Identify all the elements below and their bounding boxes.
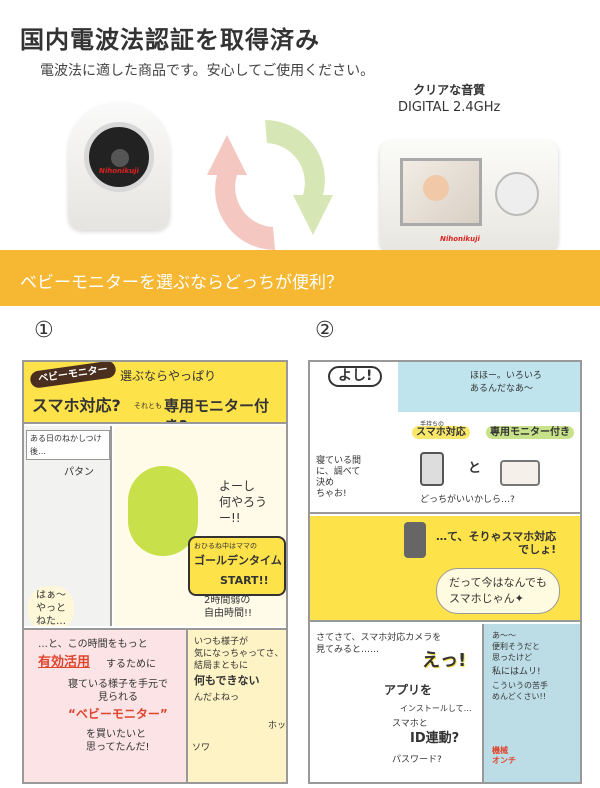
comic2-panel-research: よし! 寝ている間 に、調べて 決め ちゃお! ほほー。いろいろ あるんだなあ～…: [310, 362, 580, 514]
app-text-1: アプリを: [384, 683, 433, 697]
which-text: どっちがいいかしら…?: [420, 495, 515, 505]
option-phone: スマホ対応?: [32, 396, 121, 415]
and-text: と: [468, 461, 482, 476]
or-text: それとも: [134, 402, 162, 410]
lead-text: 選ぶならやっぱり: [120, 369, 217, 383]
golden-time-burst: おひるね中はママの ゴールデンタイム START!!: [188, 536, 286, 596]
phone-bubble: だって今はなんでも スマホじゃん✦: [436, 568, 560, 614]
caption: ある日のねかしつけ後…: [26, 430, 110, 460]
busy-text-1: いつも様子が 気になっちゃってさ、 結局まともに: [194, 637, 284, 671]
reason-text-2: するために: [106, 659, 156, 670]
audio-line-2: DIGITAL 2.4GHz: [398, 100, 501, 115]
parent-monitor-image: Nihonikuji: [380, 140, 558, 252]
busy-text-2: んだよねっ: [194, 693, 240, 703]
reason-text-4: を買いたいと 思ってたんだ!: [86, 729, 150, 753]
sigh-bubble: はぁ～ やっと ねた…: [28, 586, 74, 626]
browse-strip: [398, 362, 580, 412]
comic2-panel-app: さてさて、スマホ対応カメラを 見てみると…… えっ! アプリを インストールして…: [310, 624, 482, 782]
phone-in-hand-icon: [404, 522, 426, 558]
app-text-5: パスワード?: [392, 755, 442, 765]
comic-number-2: ②: [315, 318, 335, 343]
option-phone-label: スマホ対応: [412, 426, 470, 439]
app-text-4: ID連動?: [410, 731, 460, 746]
plan-text: 寝ている間 に、調べて 決め ちゃお!: [316, 456, 362, 499]
audio-line-1: クリアな音質: [413, 83, 486, 97]
page-subtitle: 電波法に適した商品です。安心してご使用ください。: [40, 63, 375, 79]
comic1-panel-busy: いつも様子が 気になっちゃってさ、 結局まともに 何もできない んだよねっ ソワ…: [186, 628, 286, 782]
door-sfx: パタン: [64, 467, 94, 478]
free-time-text: 2時間弱の 自由時間!!: [204, 595, 253, 619]
techno-label: 機械 オンチ: [492, 746, 516, 765]
comic1-header-panel: ベビーモニター 選ぶならやっぱり スマホ対応? それとも 専用モニター付き?: [24, 362, 286, 424]
comic1-panel-reason: …と、この時間をもっと 有効活用 するために 寝ている様子を手元で 見られる “…: [24, 628, 186, 782]
option-pre: 手持ちの: [420, 421, 445, 428]
mom-figure: [128, 466, 198, 556]
monitor-brand-logo: Nihonikuji: [440, 235, 480, 243]
yoshi-bubble: よし!: [328, 366, 383, 387]
reason-highlight: 有効活用: [38, 655, 91, 670]
reason-text-3: 寝ている様子を手元で 見られる: [68, 679, 168, 703]
reason-text-1: …と、この時間をもっと: [38, 639, 148, 650]
camera-lens-icon: Nihonikuji: [84, 122, 154, 192]
baby-monitor-highlight: “ベビーモニター”: [68, 707, 168, 721]
page-title: 国内電波法認証を取得済み: [20, 26, 320, 54]
green-arrow: [265, 120, 333, 235]
sfx-relief: ホッ: [268, 721, 286, 731]
look-text: さてさて、スマホ対応カメラを 見てみると……: [316, 633, 442, 655]
golden-pre: おひるね中はママの: [194, 542, 257, 550]
browse-text: ほほー。いろいろ あるんだなあ～: [470, 371, 542, 394]
sync-arrows-icon: [207, 120, 333, 250]
option-monitor-label: 専用モニター付き: [486, 426, 574, 439]
pink-arrow: [207, 135, 275, 250]
surprise-text: えっ!: [422, 650, 467, 671]
monitor-dpad-icon: [495, 172, 539, 216]
comic1-panel-door: ある日のねかしつけ後… パタン はぁ～ やっと ねた…: [24, 426, 112, 626]
baby-camera-image: Nihonikuji: [68, 102, 170, 230]
golden-text: ゴールデンタイム: [194, 554, 282, 567]
sfx-fidget: ソワ: [192, 743, 211, 753]
comic2-panel-give-up: あ～～ 便利そうだと 思ったけど 私にはムリ! こういうの苦手 めんどくさい!!…: [482, 624, 580, 782]
smartphone-icon: [420, 452, 444, 486]
comic-1: ベビーモニター 選ぶならやっぱり スマホ対応? それとも 専用モニター付き? あ…: [22, 360, 288, 784]
audio-quality-label: クリアな音質 DIGITAL 2.4GHz: [398, 82, 500, 116]
monitor-screen: [400, 158, 482, 226]
comic-2: よし! 寝ている間 に、調べて 決め ちゃお! ほほー。いろいろ あるんだなあ～…: [308, 360, 582, 784]
lens-center: [111, 149, 129, 167]
option-monitor: 専用モニター付き?: [164, 397, 270, 422]
tag-label: ベビーモニター: [29, 362, 117, 389]
give-up-text-2: 私にはムリ!: [492, 667, 541, 677]
give-up-text-3: こういうの苦手 めんどくさい!!: [492, 681, 548, 701]
comic2-panel-obvious: …て、そりゃスマホ対応 でしょ! だって今はなんでも スマホじゃん✦: [310, 516, 580, 622]
monitor-icon: [500, 460, 540, 486]
camera-brand-logo: Nihonikuji: [99, 167, 139, 175]
start-text: START!!: [220, 574, 269, 587]
baby-photo: [423, 175, 449, 201]
comic-number-1: ①: [34, 318, 54, 343]
question-banner: ベビーモニターを選ぶならどっちが便利？: [0, 250, 600, 306]
comic1-panel-golden: よーし 何やろうー!! おひるね中はママの ゴールデンタイム START!! 2…: [114, 426, 286, 626]
app-text-2: インストールして…: [400, 704, 472, 713]
busy-highlight: 何もできない: [194, 674, 260, 687]
shout-text: よーし 何やろうー!!: [219, 479, 268, 525]
give-up-text-1: あ～～ 便利そうだと 思ったけど: [492, 631, 540, 662]
app-text-3: スマホと: [392, 719, 428, 729]
obvious-text: …て、そりゃスマホ対応 でしょ!: [436, 530, 557, 556]
